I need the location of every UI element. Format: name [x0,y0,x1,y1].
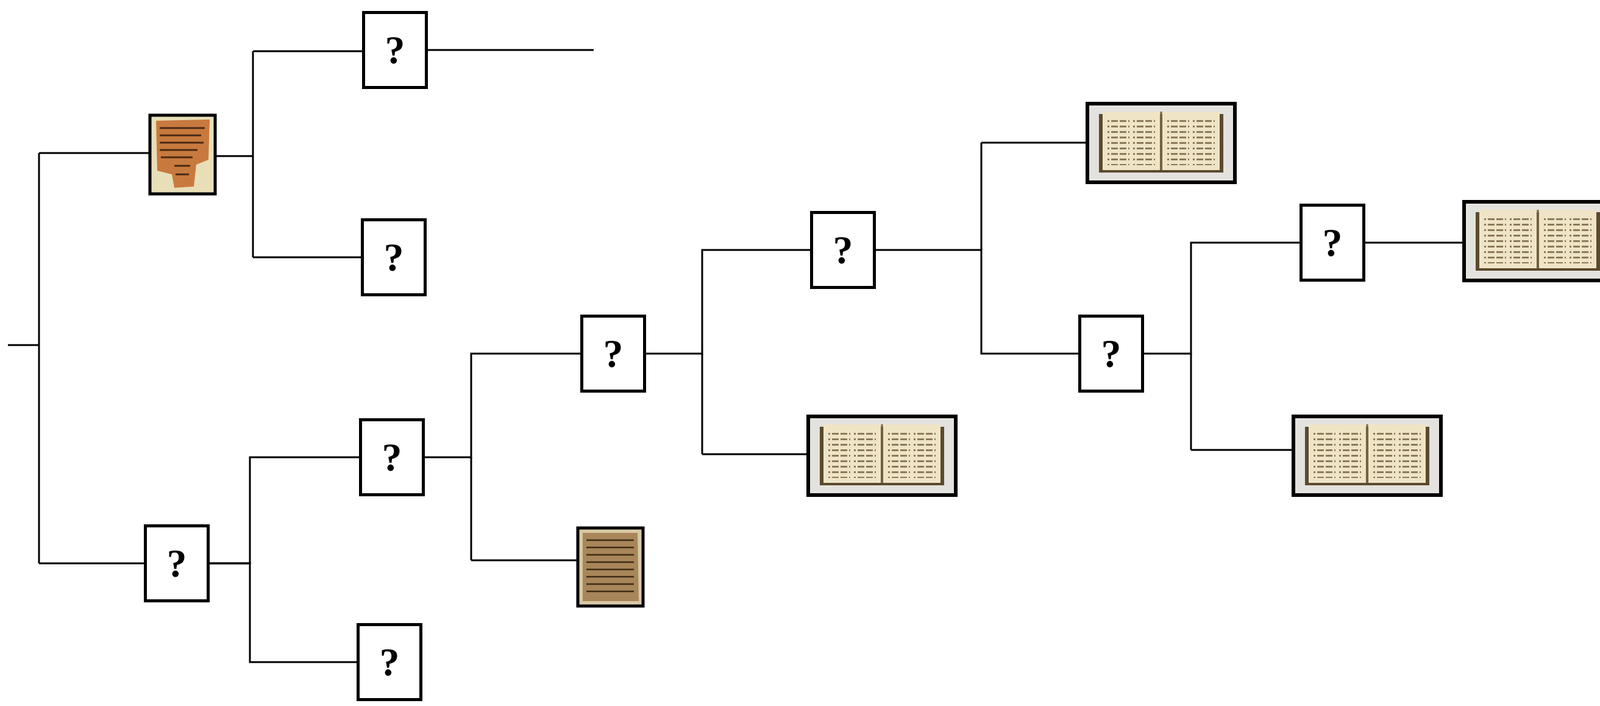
node-label: ? [167,543,188,584]
unknown-manuscript-box: ? [143,524,210,603]
node-label: ? [385,29,406,71]
node-label: ? [382,437,403,478]
unknown-manuscript-box: ? [356,622,423,701]
node-label: ? [1101,333,1122,374]
codex-image [1464,201,1600,281]
tree-connector [209,457,360,564]
unknown-manuscript-box: ? [362,10,428,89]
node-label: ? [1322,222,1343,263]
unknown-manuscript-box: ? [810,210,876,289]
tree-lines [7,49,1463,564]
codex-image [808,416,956,495]
node-label: ? [379,641,400,683]
tree-connector [875,249,1079,354]
node-label: ? [384,237,405,278]
unknown-manuscript-box: ? [359,418,425,497]
tree-connector [209,563,357,662]
unknown-manuscript-box: ? [1078,314,1145,393]
tree-connector [424,353,581,458]
tree-connector [646,249,811,354]
unknown-manuscript-box: ? [580,314,647,393]
papyrus-fragment [149,115,216,194]
codex-image [1293,416,1441,495]
node-label: ? [833,229,854,271]
tree-connector [1144,242,1300,354]
unknown-manuscript-box: ? [360,218,427,297]
node-label: ? [603,333,624,374]
codex-image [1087,103,1235,183]
unknown-manuscript-box: ? [1299,203,1366,282]
papyrus-fragment [577,527,644,606]
